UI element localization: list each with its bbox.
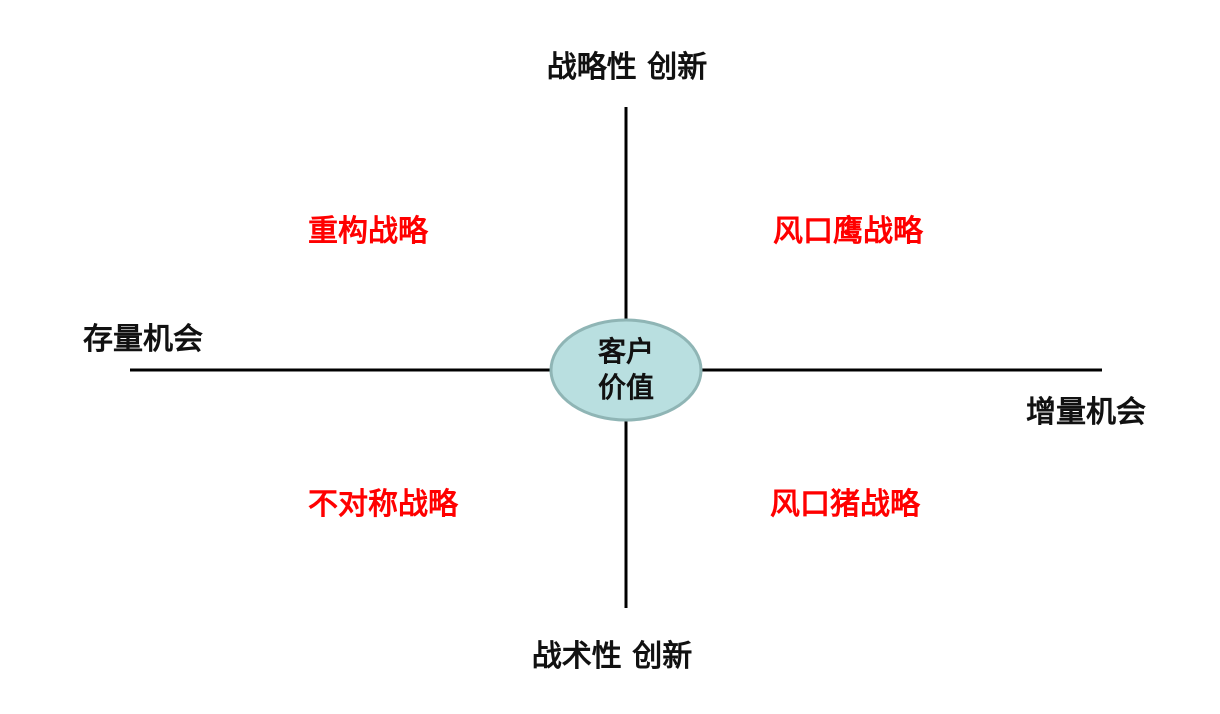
center-label: 客户 价值 <box>598 334 654 406</box>
center-label-line2: 价值 <box>597 371 655 404</box>
axis-label-top: 战略性 创新 <box>546 50 708 85</box>
quadrant-top-right: 风口鹰战略 <box>773 214 923 249</box>
axis-label-right: 增量机会 <box>1026 395 1146 430</box>
center-label-line1: 客户 <box>597 335 655 368</box>
quadrant-bottom-left: 不对称战略 <box>308 487 458 522</box>
center-ellipse <box>549 318 703 422</box>
axis-label-bottom: 战术性 创新 <box>531 639 693 674</box>
quadrant-top-left: 重构战略 <box>308 214 428 249</box>
quadrant-bottom-right: 风口猪战略 <box>770 487 920 522</box>
axis-label-left: 存量机会 <box>83 322 203 357</box>
